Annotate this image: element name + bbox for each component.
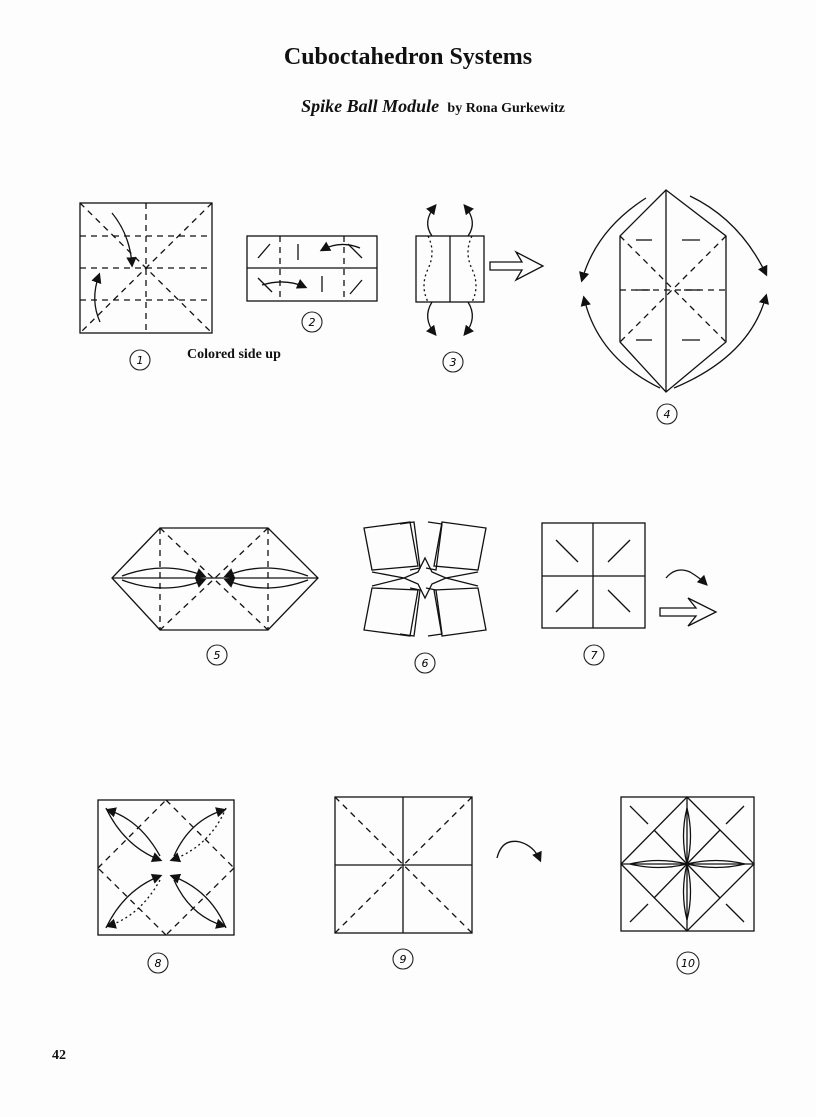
step-2-diagram	[246, 235, 378, 302]
step-10-diagram	[620, 796, 755, 932]
step-2-number: 2	[301, 311, 323, 333]
module-name: Spike Ball Module	[301, 96, 440, 116]
step-7-number: 7	[583, 644, 605, 666]
svg-text:5: 5	[214, 649, 221, 662]
svg-text:6: 6	[422, 657, 429, 670]
page-number: 42	[52, 1048, 66, 1063]
svg-text:1: 1	[137, 354, 144, 367]
step-3-diagram	[415, 203, 545, 337]
step-5-number: 5	[206, 644, 228, 666]
svg-text:8: 8	[155, 957, 162, 970]
step-1-note: Colored side up	[187, 347, 281, 362]
step-8-number: 8	[147, 952, 169, 974]
step-9-diagram	[334, 796, 542, 934]
step-7-diagram	[541, 522, 718, 629]
svg-text:2: 2	[309, 316, 316, 329]
step-1-number: 1	[129, 349, 151, 371]
page-title: Cuboctahedron Systems	[283, 44, 533, 70]
step-6-number: 6	[414, 652, 436, 674]
step-4-diagram	[579, 189, 770, 393]
step-8-diagram	[97, 799, 235, 936]
svg-text:10: 10	[681, 957, 695, 970]
step-4-number: 4	[656, 403, 678, 425]
step-9-number: 9	[392, 948, 414, 970]
svg-text:4: 4	[664, 408, 671, 421]
svg-text:9: 9	[400, 953, 407, 966]
author-byline: by Rona Gurkewitz	[447, 101, 565, 116]
step-6-diagram	[363, 521, 487, 637]
svg-text:7: 7	[591, 649, 598, 662]
svg-text:3: 3	[450, 356, 457, 369]
page-subtitle: Spike Ball Module by Rona Gurkewitz	[0, 96, 816, 117]
step-1-diagram	[79, 202, 213, 334]
step-5-diagram	[111, 527, 319, 631]
step-3-number: 3	[442, 351, 464, 373]
step-10-number: 10	[676, 951, 700, 975]
